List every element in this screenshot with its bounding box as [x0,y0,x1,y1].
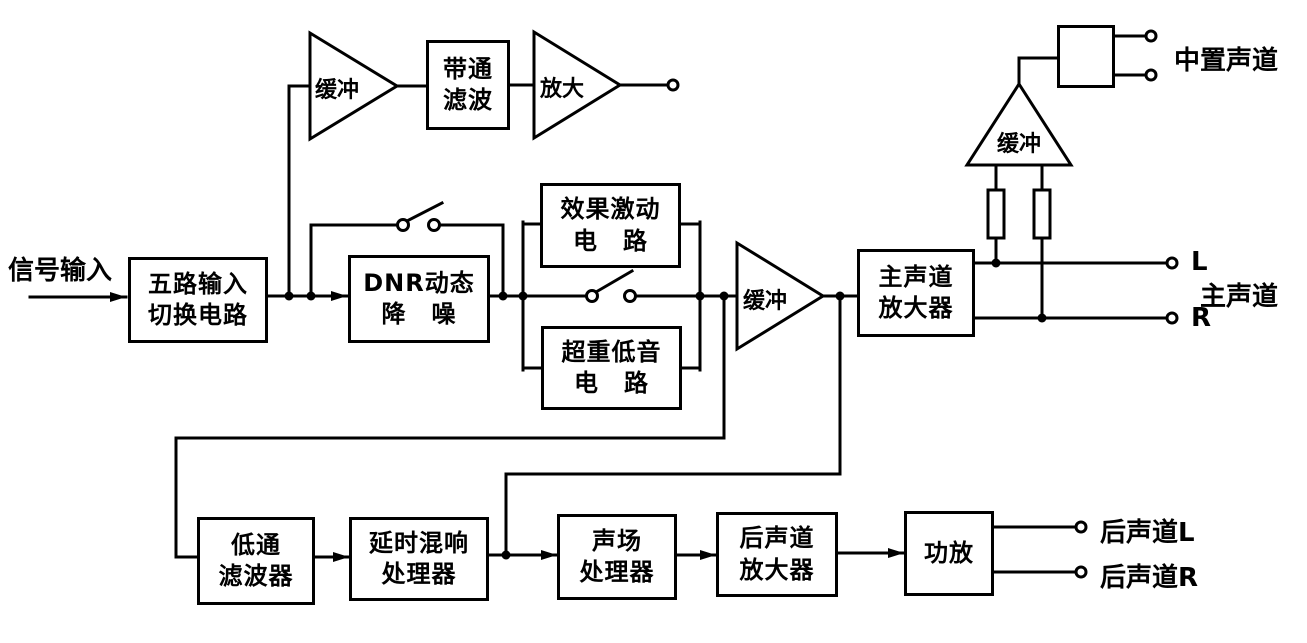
block-label: DNR动态 [363,268,475,297]
block-lowpass-filter: 低通 滤波器 [197,517,315,605]
block-label: 后声道 [739,524,815,553]
buffer-center-triangle [964,81,1074,167]
block-label: 低通 [231,530,281,559]
block-label: 滤波 [443,86,493,114]
block-label: 处理器 [579,558,655,586]
rear-left-label: 后声道L [1100,518,1195,548]
block-rear-channel-amp: 后声道 放大器 [716,512,838,597]
block-label: 效果激动 [560,195,661,224]
amplifier-triangle [532,29,623,141]
switch-contact-icon [623,289,637,303]
signal-input-label: 信号输入 [8,256,113,286]
block-label: 切换电路 [148,301,248,329]
arrowheads [110,291,904,562]
block-delay-reverb-processor: 延时混响 处理器 [349,517,489,601]
arrowhead-icon [541,550,557,560]
block-label: 延时混响 [369,528,469,557]
terminal-rear-right [1074,565,1088,579]
main-channel-label: 主声道 [1200,282,1279,312]
rear-right-label: 后声道R [1100,563,1199,593]
block-label: 电 路 [573,226,648,255]
junction-dots [284,258,1047,560]
buffer-center-label: 缓冲 [996,132,1041,157]
terminal-rear-left [1074,520,1088,534]
arrowhead-icon [700,550,716,560]
switch-contact-icon [427,218,441,232]
terminal-main-right [1165,311,1179,325]
block-label: 功放 [924,538,974,567]
block-five-input-switch: 五路输入 切换电路 [128,257,268,343]
buffer-top-triangle [308,30,400,142]
block-label: 声场 [592,526,642,555]
switch-contact-icon [585,289,599,303]
buffer-mid-triangle [735,240,826,352]
block-label: 超重低音 [561,337,662,366]
buffer-top-label: 缓冲 [314,78,359,103]
terminal-main-left [1165,256,1179,270]
block-label: 降 噪 [381,300,457,328]
resistor-icon [986,188,1006,240]
block-subwoofer-circuit: 超重低音 电 路 [541,326,682,410]
block-dnr-noise-reduction: DNR动态 降 噪 [348,255,490,343]
block-power-amp: 功放 [904,511,994,596]
resistor-icon [1032,188,1052,240]
switch-lever-icon [593,268,635,295]
block-label: 处理器 [381,560,457,588]
block-label: 主声道 [878,262,954,291]
block-bandpass-filter: 带通 滤波 [426,40,510,130]
arrowhead-icon [331,291,347,301]
block-label: 带通 [443,54,493,83]
block-label: 放大器 [878,294,954,322]
block-label: 五路输入 [148,269,248,298]
block-main-channel-amp: 主声道 放大器 [857,249,975,337]
buffer-mid-label: 缓冲 [742,289,787,314]
switch-lever-icon [404,200,445,224]
switch-contact-icon [396,218,410,232]
block-effect-excite-circuit: 效果激动 电 路 [540,183,681,268]
block-label: 电 路 [574,369,649,397]
amplifier-label: 放大 [539,77,584,102]
block-label: 滤波器 [218,562,294,590]
terminal-top-out [666,78,680,92]
center-channel-label: 中置声道 [1174,46,1279,76]
block-center-channel-unit [1057,25,1115,88]
block-sound-field-processor: 声场 处理器 [557,514,677,600]
arrowhead-icon [888,548,904,558]
terminal-center-2 [1144,68,1158,82]
terminal-center-1 [1144,29,1158,43]
right-channel-label: R [1191,303,1212,333]
arrowhead-icon [110,292,126,302]
arrowhead-icon [333,552,349,562]
left-channel-label: L [1191,247,1208,277]
block-label: 放大器 [739,555,815,584]
